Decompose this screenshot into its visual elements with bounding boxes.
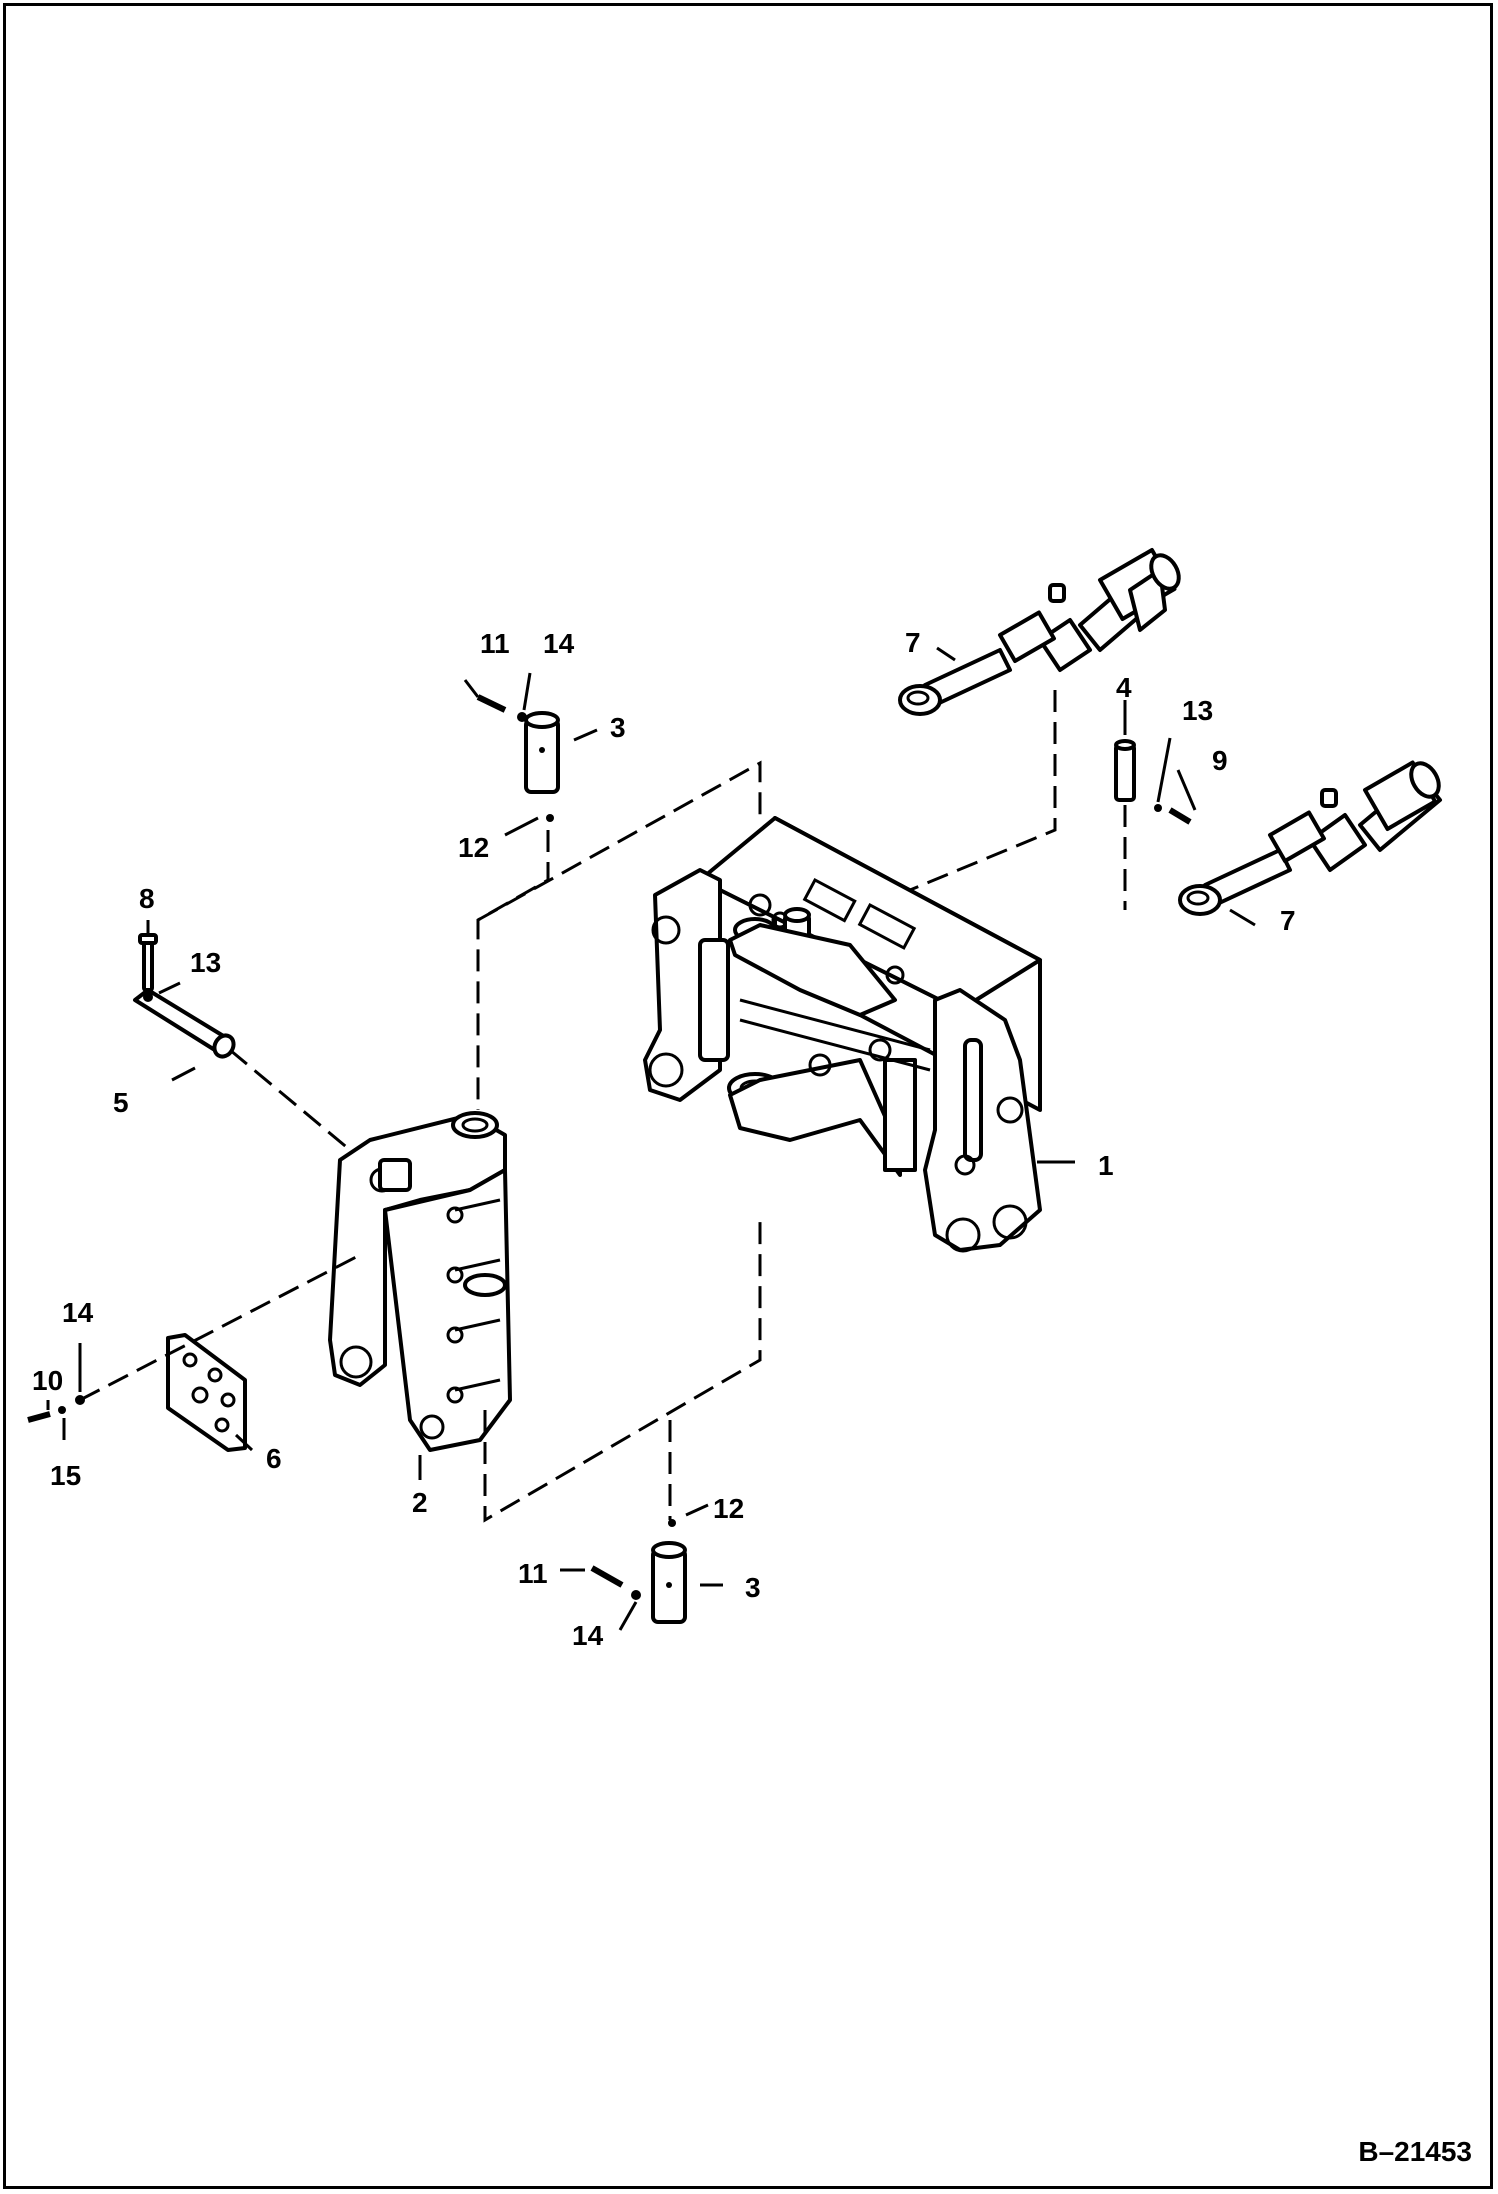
callout-5: 5: [113, 1087, 129, 1118]
bolt-part-8: [138, 933, 158, 992]
callout-3-upper: 3: [610, 712, 626, 743]
drawing-number: B–21453: [1358, 2136, 1472, 2167]
callout-14-upper: 14: [543, 628, 575, 659]
callout-11-lower: 11: [518, 1558, 548, 1589]
callout-7-lower: 7: [1280, 905, 1296, 936]
callout-1: 1: [1098, 1150, 1114, 1181]
callout-4: 4: [1116, 672, 1132, 703]
callout-3-lower: 3: [745, 1572, 761, 1603]
callout-13-right: 13: [1182, 695, 1213, 726]
callout-6: 6: [266, 1443, 282, 1474]
swing-bracket-part-2: [328, 1111, 512, 1452]
pivot-shaft-part-5: [133, 988, 236, 1059]
callout-11-upper: 11: [480, 628, 510, 659]
drawing-frame: [3, 3, 1493, 2189]
pivot-pin-lower-part-3: [651, 1541, 687, 1624]
callout-9: 9: [1212, 745, 1228, 776]
callout-7-upper: 7: [905, 627, 921, 658]
callout-14-lower: 14: [572, 1620, 604, 1651]
callout-15: 15: [50, 1460, 81, 1491]
callout-12-lower: 12: [713, 1493, 744, 1524]
cover-plate-part-6: [166, 1333, 247, 1452]
callout-8: 8: [139, 883, 155, 914]
callout-labels: 1 2 3 3 4 5 6 7 7 8 9 10 11 11 12 12 13 …: [32, 627, 1296, 1651]
hydraulic-cylinder-lower-part-7: [1178, 760, 1442, 916]
hydraulic-cylinder-upper-part-7: [898, 548, 1181, 716]
callout-12-upper: 12: [458, 832, 489, 863]
callout-10: 10: [32, 1365, 63, 1396]
callout-2: 2: [412, 1487, 428, 1518]
pivot-pin-upper-part-3: [524, 711, 560, 794]
mounting-frame-part-1: [643, 816, 1042, 1253]
screws: [27, 694, 1192, 1588]
assembly-dashed-lines: [79, 690, 1127, 1523]
pin-part-4: [1114, 739, 1136, 802]
callout-13-left: 13: [190, 947, 221, 978]
leader-lines: [46, 646, 1256, 1631]
callout-14-left: 14: [62, 1297, 94, 1328]
